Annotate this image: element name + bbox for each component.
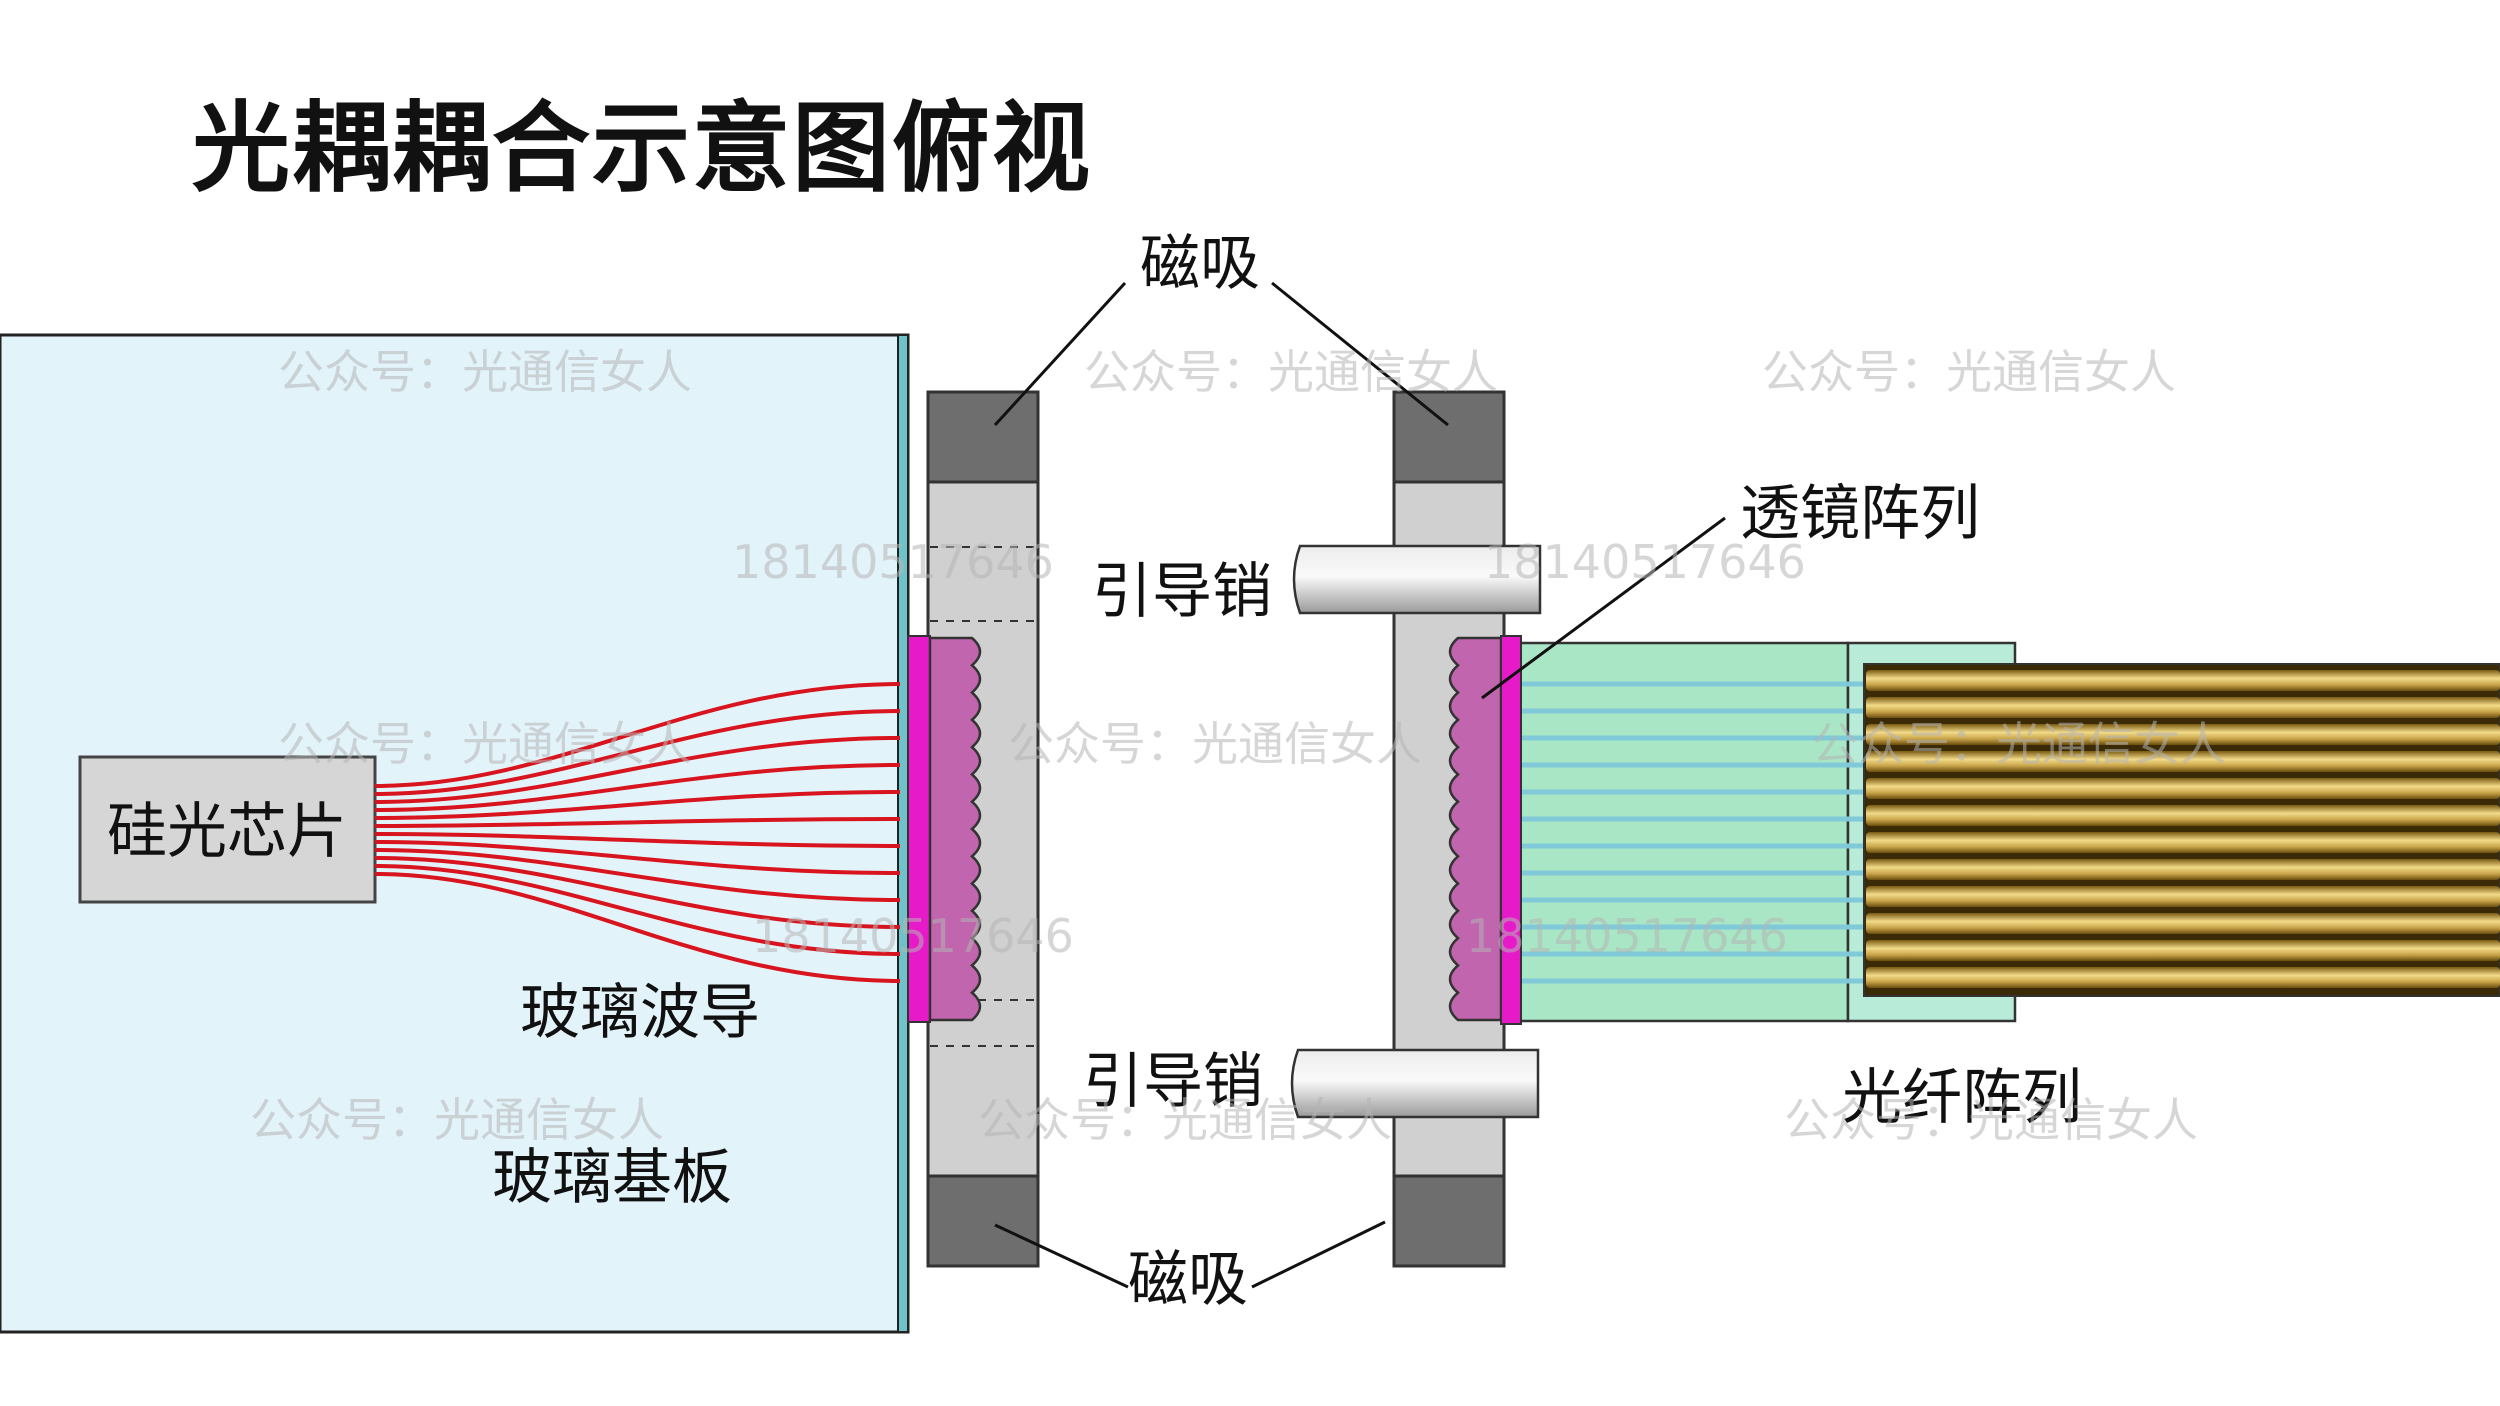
right-lens-array bbox=[1448, 636, 1503, 1022]
waveguide-line bbox=[374, 848, 901, 902]
watermarks: 公众号：光通信女人 公众号：光通信女人 公众号：光通信女人 公众号：光通信女人 … bbox=[250, 345, 2226, 1147]
substrate-label: 玻璃基板 bbox=[492, 1143, 732, 1213]
optical-fiber bbox=[1866, 886, 2500, 907]
watermark: 18140517646 bbox=[1484, 535, 1806, 589]
magnet-top-label: 磁吸 bbox=[1140, 229, 1260, 299]
optical-fiber bbox=[1866, 967, 2500, 988]
watermark: 18140517646 bbox=[752, 909, 1074, 963]
guide-pin-top bbox=[1292, 544, 1542, 615]
waveguide-label: 玻璃波导 bbox=[520, 978, 760, 1048]
ferrule-lens-section bbox=[1518, 641, 1850, 1023]
watermark: 公众号：光通信女人 bbox=[278, 345, 692, 399]
waveguide-line bbox=[374, 709, 901, 796]
waveguide-line bbox=[374, 872, 901, 983]
waveguide-line bbox=[374, 736, 901, 804]
substrate-edge bbox=[897, 334, 909, 1333]
silicon-chip bbox=[78, 755, 377, 904]
optical-fiber bbox=[1866, 805, 2500, 826]
watermark: 18140517646 bbox=[1466, 909, 1788, 963]
guide-pin-top-label: 引导销 bbox=[1092, 557, 1272, 627]
watermark: 公众号：光通信女人 bbox=[1008, 717, 1422, 771]
watermark: 公众号：光通信女人 bbox=[1084, 345, 1498, 399]
optical-fiber bbox=[1866, 913, 2500, 934]
watermark: 18140517646 bbox=[732, 535, 1054, 589]
watermark: 公众号：光通信女人 bbox=[1762, 345, 2176, 399]
optical-fiber bbox=[1866, 751, 2500, 772]
guide-pin-bottom bbox=[1290, 1048, 1540, 1119]
left-lens-array bbox=[928, 636, 982, 1022]
optical-fiber bbox=[1866, 670, 2500, 691]
optical-fiber bbox=[1866, 940, 2500, 961]
optical-fiber bbox=[1866, 778, 2500, 799]
fiber-array-label: 光纤阵列 bbox=[1842, 1063, 2082, 1133]
magnet-bottom-label: 磁吸 bbox=[1128, 1245, 1248, 1315]
waveguide-line bbox=[374, 817, 901, 828]
page-title: 光耦耦合示意图俯视 bbox=[192, 92, 1093, 206]
waveguide-line bbox=[374, 682, 901, 788]
lens-array-label: 透镜阵列 bbox=[1740, 479, 1980, 549]
glass-waveguides bbox=[374, 682, 901, 983]
watermark: 公众号：光通信女人 bbox=[1784, 1093, 2198, 1147]
optical-fiber bbox=[1866, 859, 2500, 880]
guide-pin-bottom-label: 引导销 bbox=[1083, 1047, 1263, 1117]
magnet-top-left bbox=[926, 390, 1040, 484]
watermark: 公众号：光通信女人 bbox=[978, 1093, 1392, 1147]
waveguide-line bbox=[374, 856, 901, 929]
watermark: 公众号：光通信女人 bbox=[1812, 717, 2226, 771]
fiber-channels bbox=[1521, 681, 1866, 984]
magnet-top-right bbox=[1392, 390, 1506, 484]
waveguide-line bbox=[374, 832, 901, 848]
watermark: 公众号：光通信女人 bbox=[278, 717, 692, 771]
magnet-bottom-right bbox=[1392, 1174, 1506, 1268]
optical-fiber bbox=[1866, 724, 2500, 745]
waveguide-line bbox=[374, 840, 901, 875]
watermark: 公众号：光通信女人 bbox=[250, 1093, 664, 1147]
right-lens-edge bbox=[1500, 635, 1522, 1025]
waveguide-line bbox=[374, 864, 901, 956]
waveguide-line bbox=[374, 790, 901, 820]
optical-fiber bbox=[1866, 832, 2500, 853]
optical-fiber bbox=[1866, 697, 2500, 718]
fiber-array bbox=[1866, 670, 2500, 988]
left-lens-edge bbox=[907, 635, 931, 1023]
magnet-bottom-left bbox=[926, 1174, 1040, 1268]
chip-label: 硅光芯片 bbox=[107, 797, 347, 867]
waveguide-line bbox=[374, 763, 901, 812]
